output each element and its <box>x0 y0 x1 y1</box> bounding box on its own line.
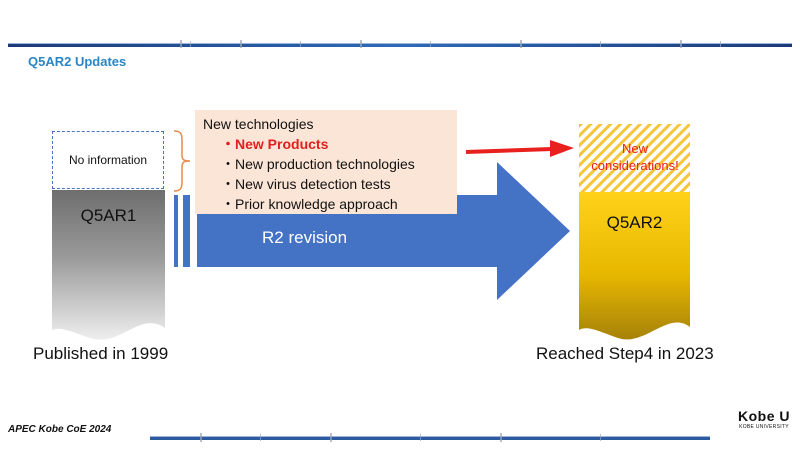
logo-sub-text: KOBE UNIVERSITY <box>739 424 789 430</box>
red-arrow-head <box>550 140 574 157</box>
q5ar2-document-shape <box>579 192 690 340</box>
arrow-stripe-1 <box>174 195 178 267</box>
no-information-box: No information <box>52 131 164 189</box>
callout-item-new-products: ・New Products <box>221 136 329 152</box>
callout-heading: New technologies <box>203 116 314 132</box>
q5ar1-document-shape <box>52 190 165 340</box>
header-band <box>8 40 792 48</box>
q5ar1-caption: Published in 1999 <box>33 344 169 363</box>
logo-main-text: Kobe U <box>738 408 790 424</box>
q5ar1-label: Q5AR1 <box>80 206 137 225</box>
new-considerations-text: New considerations! <box>585 132 685 182</box>
r2-revision-label: R2 revision <box>262 228 348 247</box>
arrow-stripe-2 <box>183 195 190 267</box>
kobe-university-logo: Kobe U KOBE UNIVERSITY <box>738 408 790 430</box>
slide-title: Q5AR2 Updates <box>28 54 127 69</box>
red-arrow-line <box>465 147 553 154</box>
callout-item-production: ・New production technologies <box>221 156 415 172</box>
callout-item-prior-knowledge: ・Prior knowledge approach <box>221 196 398 212</box>
footer-band <box>150 433 710 442</box>
callout-item-virus-tests: ・New virus detection tests <box>221 176 391 192</box>
q5ar2-label: Q5AR2 <box>606 213 663 232</box>
new-technologies-callout: New technologies ・New Products ・New prod… <box>195 110 457 214</box>
new-considerations-box <box>579 124 690 192</box>
bracket-shape <box>173 130 191 192</box>
new-considerations-label: New considerations! <box>591 141 679 173</box>
footer-conference: APEC Kobe CoE 2024 <box>8 424 112 435</box>
q5ar2-caption: Reached Step4 in 2023 <box>536 344 714 363</box>
